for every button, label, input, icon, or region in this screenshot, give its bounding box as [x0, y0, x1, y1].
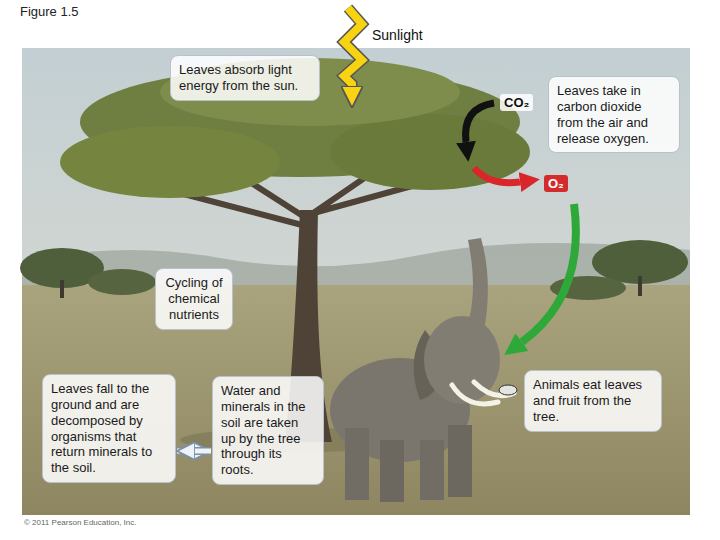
sunlight-outline [344, 8, 362, 86]
distant-tree [88, 269, 156, 295]
copyright-note: © 2011 Pearson Education, Inc. [24, 518, 136, 527]
co2-arrow [466, 103, 494, 142]
elephant-trunk [466, 238, 488, 340]
connector-outline [177, 447, 193, 455]
o2-arrow [474, 168, 520, 183]
elephant-leg [345, 428, 369, 500]
tree-canopy [60, 126, 280, 198]
text-box: Leaves fall to the ground and are decomp… [42, 374, 176, 483]
sunlight-label: Sunlight [372, 27, 423, 43]
cycle-connector [177, 451, 193, 452]
text-box: Leaves absorb light energy from the sun. [170, 55, 320, 101]
text-box: Water and minerals in the soil are taken… [212, 376, 324, 485]
zebra [499, 385, 517, 395]
text-box: Leaves take in carbon dioxide from the a… [548, 76, 680, 153]
sky [22, 48, 690, 515]
gas-label: CO₂ [500, 94, 533, 111]
text-box: Cycling of chemical nutrients [155, 268, 233, 330]
connector-line [195, 449, 211, 454]
elephant-leg [380, 440, 404, 502]
figure-number: Figure 1.5 [20, 4, 79, 19]
box-text: Leaves take in carbon dioxide from the a… [557, 83, 671, 146]
box-text: Cycling of chemical nutrients [164, 275, 224, 323]
box-text: Water and minerals in the soil are taken… [221, 383, 315, 478]
grassland [22, 285, 690, 515]
sunlight-zigzag [344, 8, 362, 86]
tree-canopy [330, 114, 530, 190]
distant-trunk [60, 280, 64, 298]
connector-line [177, 449, 193, 454]
box-text: Animals eat leaves and fruit from the tr… [533, 377, 653, 425]
gas-label: O₂ [544, 175, 568, 192]
food-arrow [522, 204, 576, 342]
box-text: Leaves absorb light energy from the sun. [179, 62, 311, 94]
cycle-connector [195, 451, 211, 452]
box-text: Leaves fall to the ground and are decomp… [51, 381, 167, 476]
connector-outline [195, 447, 211, 455]
text-box: Animals eat leaves and fruit from the tr… [524, 370, 662, 432]
elephant-leg [448, 425, 472, 497]
elephant-leg [420, 440, 444, 500]
distant-trunk [638, 276, 642, 296]
